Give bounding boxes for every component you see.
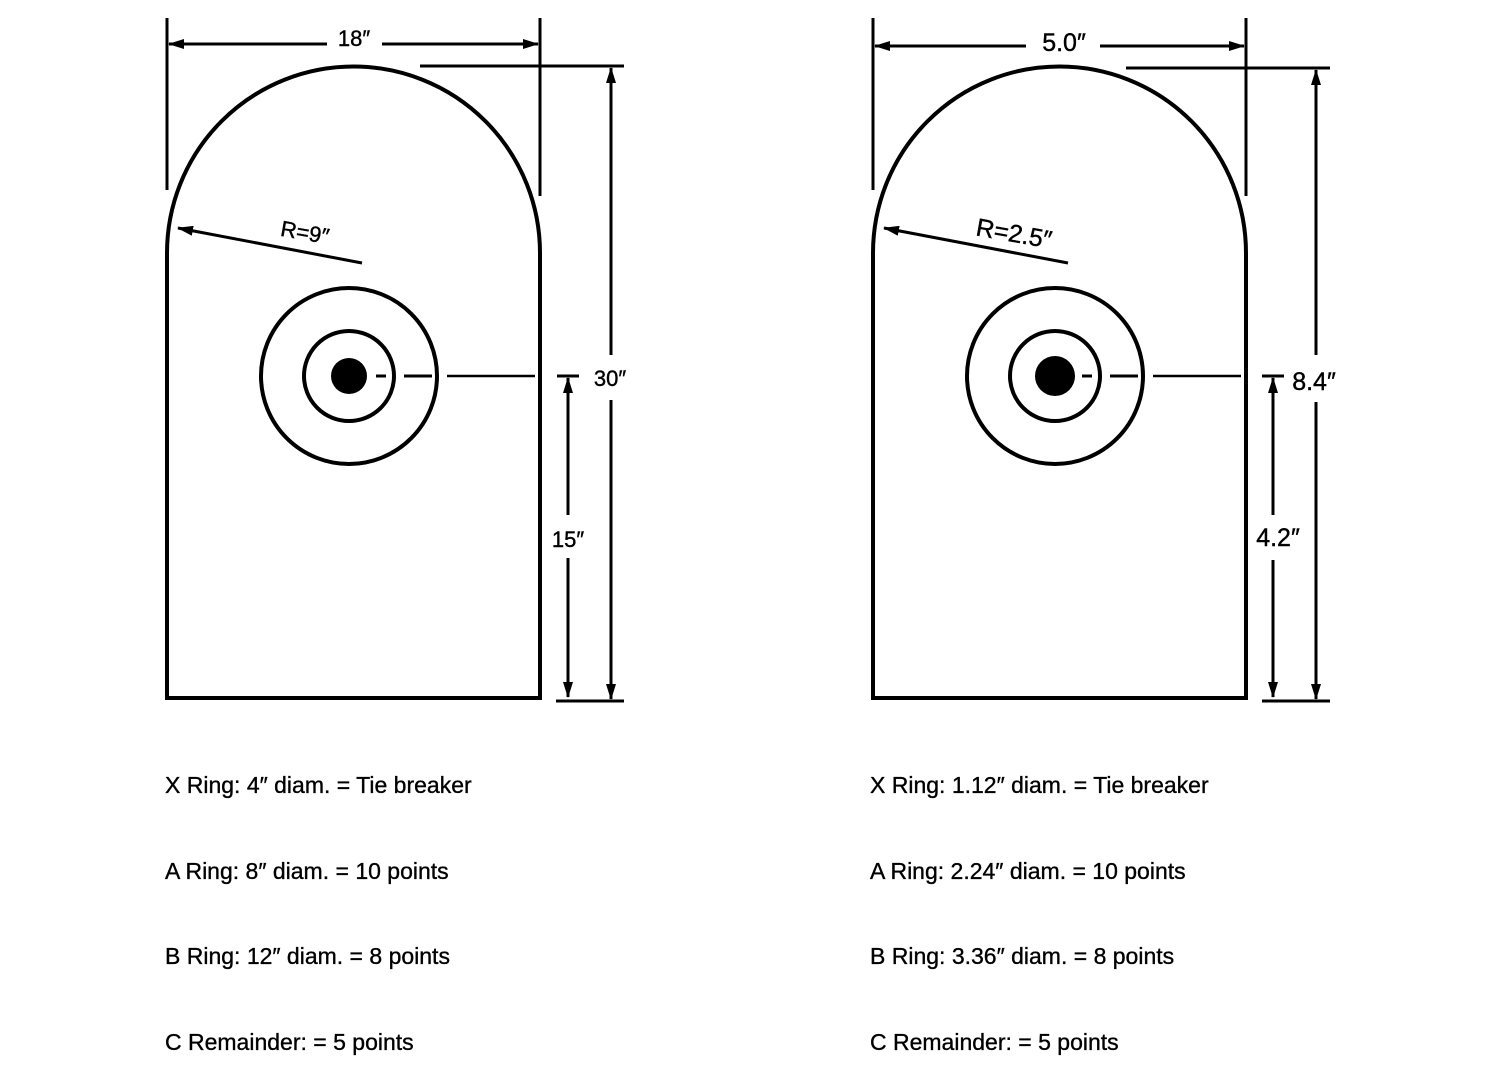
b-ring [965, 286, 1145, 466]
target-right [871, 18, 1330, 703]
legend-b-ring: B Ring: 12″ diam. = 8 points [165, 943, 450, 969]
a-ring [1008, 329, 1102, 423]
width-label: 18″ [338, 26, 370, 51]
radius-arrow [177, 225, 363, 265]
radius-label: R=9″ [279, 216, 332, 249]
legend-a-ring: A Ring: 2.24″ diam. = 10 points [870, 857, 1186, 884]
legend-right: X Ring: 1.12″ diam. = Tie breaker A Ring… [870, 714, 1209, 1085]
target-outline [165, 64, 542, 700]
center-height-label: 4.2″ [1256, 524, 1300, 552]
x-ring [1035, 356, 1075, 396]
a-ring [302, 329, 396, 423]
height-label: 8.4″ [1292, 368, 1336, 396]
target-diagram: 18″ 30″ 15″ R=9″ 5.0″ 8.4″ 4.2″ R=2.5″ X… [165, 18, 1336, 1055]
legend-c-remainder: C Remainder: = 5 points [165, 1028, 414, 1055]
legend-x-ring: X Ring: 1.12″ diam. = Tie breaker [870, 772, 1209, 798]
target-left [165, 18, 624, 703]
center-height-label: 15″ [552, 527, 584, 552]
x-ring [331, 358, 367, 394]
legend-b-ring: B Ring: 3.36″ diam. = 8 points [870, 943, 1175, 969]
legend-c-remainder: C Remainder: = 5 points [870, 1028, 1119, 1055]
width-label: 5.0″ [1042, 29, 1086, 57]
legend-a-ring: A Ring: 8″ diam. = 10 points [165, 857, 449, 884]
legend-left: X Ring: 4″ diam. = Tie breaker A Ring: 8… [165, 714, 472, 1085]
radius-arrow [883, 225, 1069, 265]
legend-x-ring: X Ring: 4″ diam. = Tie breaker [165, 772, 472, 798]
b-ring [259, 286, 439, 466]
target-drawing: 18″ 30″ 15″ R=9″ 5.0″ 8.4″ 4.2″ R=2.5″ [165, 18, 1336, 703]
target-outline [871, 64, 1248, 700]
height-label: 30″ [594, 366, 626, 391]
